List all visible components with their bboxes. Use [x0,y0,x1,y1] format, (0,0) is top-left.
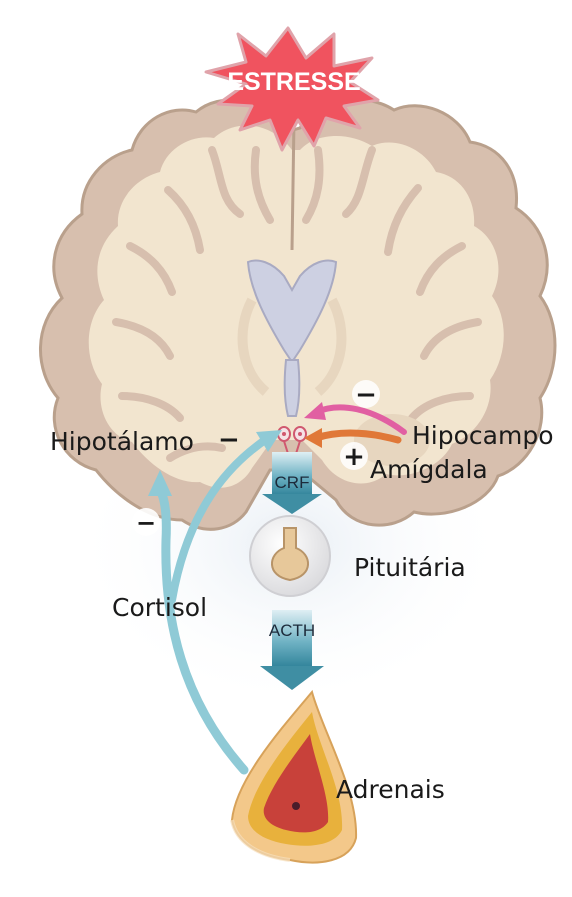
hypothalamus-sign: − [218,425,240,455]
amygdala-sign-badge: + [340,442,368,472]
hippocampus-sign: − [355,380,377,410]
adrenal-vein [292,802,300,810]
pituitary-label: Pituitária [354,553,466,582]
acth-label: ACTH [269,621,315,640]
cortisol-label: Cortisol [112,593,207,622]
third-ventricle [285,360,300,416]
cortisol-sign-badge: − [132,508,160,537]
cortisol-sign: − [136,509,156,537]
pituitary-gland [250,516,330,596]
adrenals-label: Adrenais [336,775,445,804]
amygdala-label: Amígdala [370,455,488,484]
hypothalamus-label: Hipotálamo [50,427,194,456]
crf-label: CRF [275,473,310,492]
amygdala-sign: + [343,442,365,472]
longitudinal-fissure [292,120,294,250]
hippocampus-sign-badge: − [352,380,380,410]
stress-label: ESTRESSE [227,68,360,96]
hippocampus-label: Hipocampo [412,421,554,450]
